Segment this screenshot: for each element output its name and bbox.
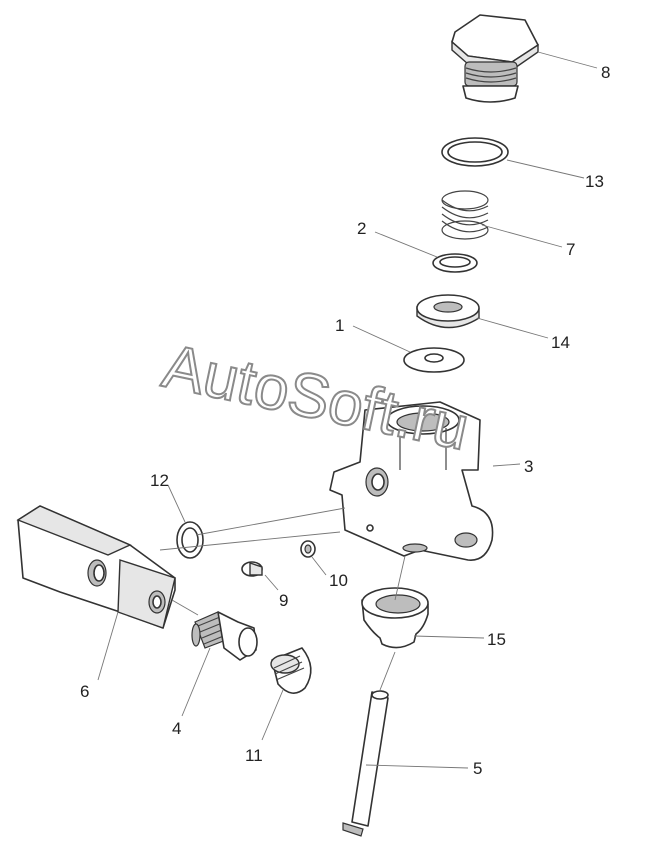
callout-label: 10 bbox=[329, 571, 348, 590]
callout-label: 11 bbox=[245, 746, 263, 765]
part-3-valve-body bbox=[329, 401, 494, 561]
leader-lines bbox=[97, 51, 598, 769]
part-5-pin bbox=[342, 690, 389, 837]
part-8-hex-plug bbox=[451, 14, 539, 103]
part-2-washer bbox=[432, 253, 478, 273]
part-10-nut bbox=[300, 540, 316, 558]
callout-label: 7 bbox=[566, 240, 575, 259]
callout-label: 5 bbox=[473, 759, 482, 778]
part-11-cap bbox=[270, 647, 312, 694]
callout-label: 2 bbox=[357, 219, 366, 238]
callout-label: 9 bbox=[279, 591, 288, 610]
part-9-screw bbox=[241, 561, 263, 577]
callout-label: 8 bbox=[601, 63, 610, 82]
part-15-bushing bbox=[361, 587, 429, 649]
callout-label: 14 bbox=[551, 333, 570, 352]
part-4-fitting bbox=[191, 611, 258, 661]
callout-label: 3 bbox=[524, 457, 533, 476]
callout-label: 1 bbox=[335, 316, 344, 335]
part-13-o-ring bbox=[441, 137, 509, 167]
callout-label: 4 bbox=[172, 719, 181, 738]
callout-label: 15 bbox=[487, 630, 506, 649]
part-6-block bbox=[16, 505, 176, 629]
callout-label: 13 bbox=[585, 172, 604, 191]
part-7-spring bbox=[441, 190, 489, 240]
callout-labels: 8 13 7 2 14 1 3 12 9 10 6 15 4 11 5 bbox=[80, 63, 610, 778]
callout-label: 6 bbox=[80, 682, 89, 701]
part-14-seat-ring bbox=[416, 294, 480, 329]
part-12-ring bbox=[176, 521, 204, 559]
part-1-flat-washer bbox=[403, 347, 465, 373]
callout-label: 12 bbox=[150, 471, 169, 490]
